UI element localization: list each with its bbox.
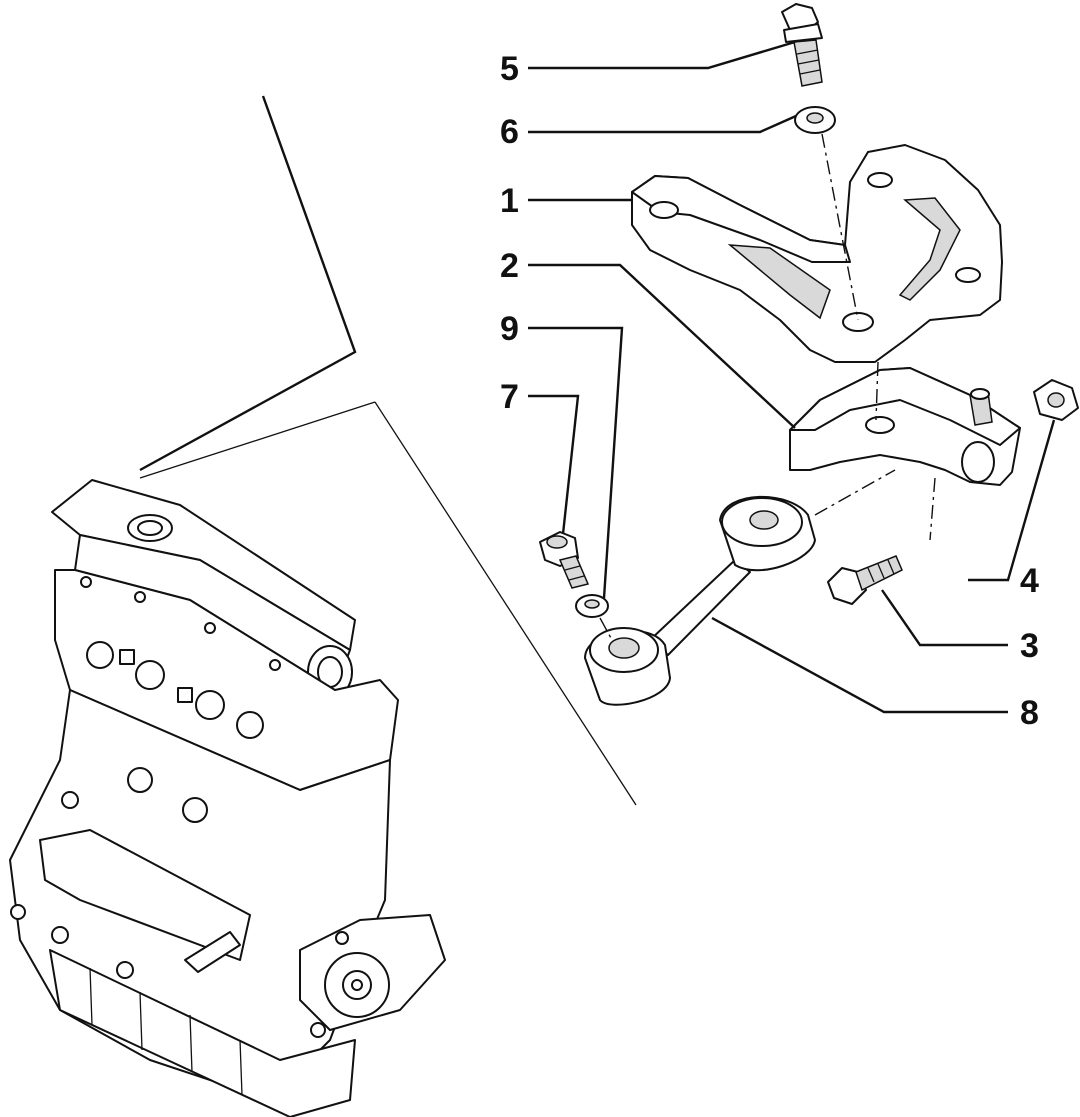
leader-9 — [528, 326, 624, 599]
callout-5: 5 — [500, 50, 519, 88]
part-2-lower-bracket — [789, 367, 1021, 486]
callout-4: 4 — [1020, 562, 1039, 600]
part-4-nut — [1033, 379, 1079, 421]
callout-1: 1 — [500, 182, 519, 220]
part-6-washer — [794, 106, 836, 134]
leader-6 — [528, 114, 797, 134]
part-9-washer — [575, 594, 609, 618]
part-1-upper-bracket — [631, 144, 1003, 363]
callout-2: 2 — [500, 247, 519, 285]
leader-8 — [711, 616, 1008, 714]
guide-line-right — [374, 401, 637, 806]
callout-6: 6 — [500, 113, 519, 151]
part-8-torque-rod — [584, 495, 816, 706]
leader-3 — [881, 589, 1008, 647]
leader-5 — [528, 40, 796, 70]
leader-lines — [528, 40, 1056, 714]
callout-3: 3 — [1020, 627, 1039, 665]
callout-9: 9 — [500, 310, 519, 348]
callout-labels: 5 6 1 2 9 7 4 3 8 — [500, 50, 1039, 732]
part-5-bolt — [781, 3, 823, 87]
part-3-hex-bolt — [827, 555, 903, 605]
guide-line-left — [139, 401, 376, 479]
callout-7: 7 — [500, 378, 519, 416]
leader-4 — [968, 419, 1056, 582]
engine-pointer-line — [139, 95, 357, 472]
assembly-axis-lines — [599, 133, 936, 641]
callout-8: 8 — [1020, 694, 1039, 732]
engine-block-illustration — [9, 95, 637, 1117]
leader-2 — [528, 263, 796, 429]
part-7-socket-screw — [539, 531, 590, 589]
leader-7 — [528, 394, 580, 535]
